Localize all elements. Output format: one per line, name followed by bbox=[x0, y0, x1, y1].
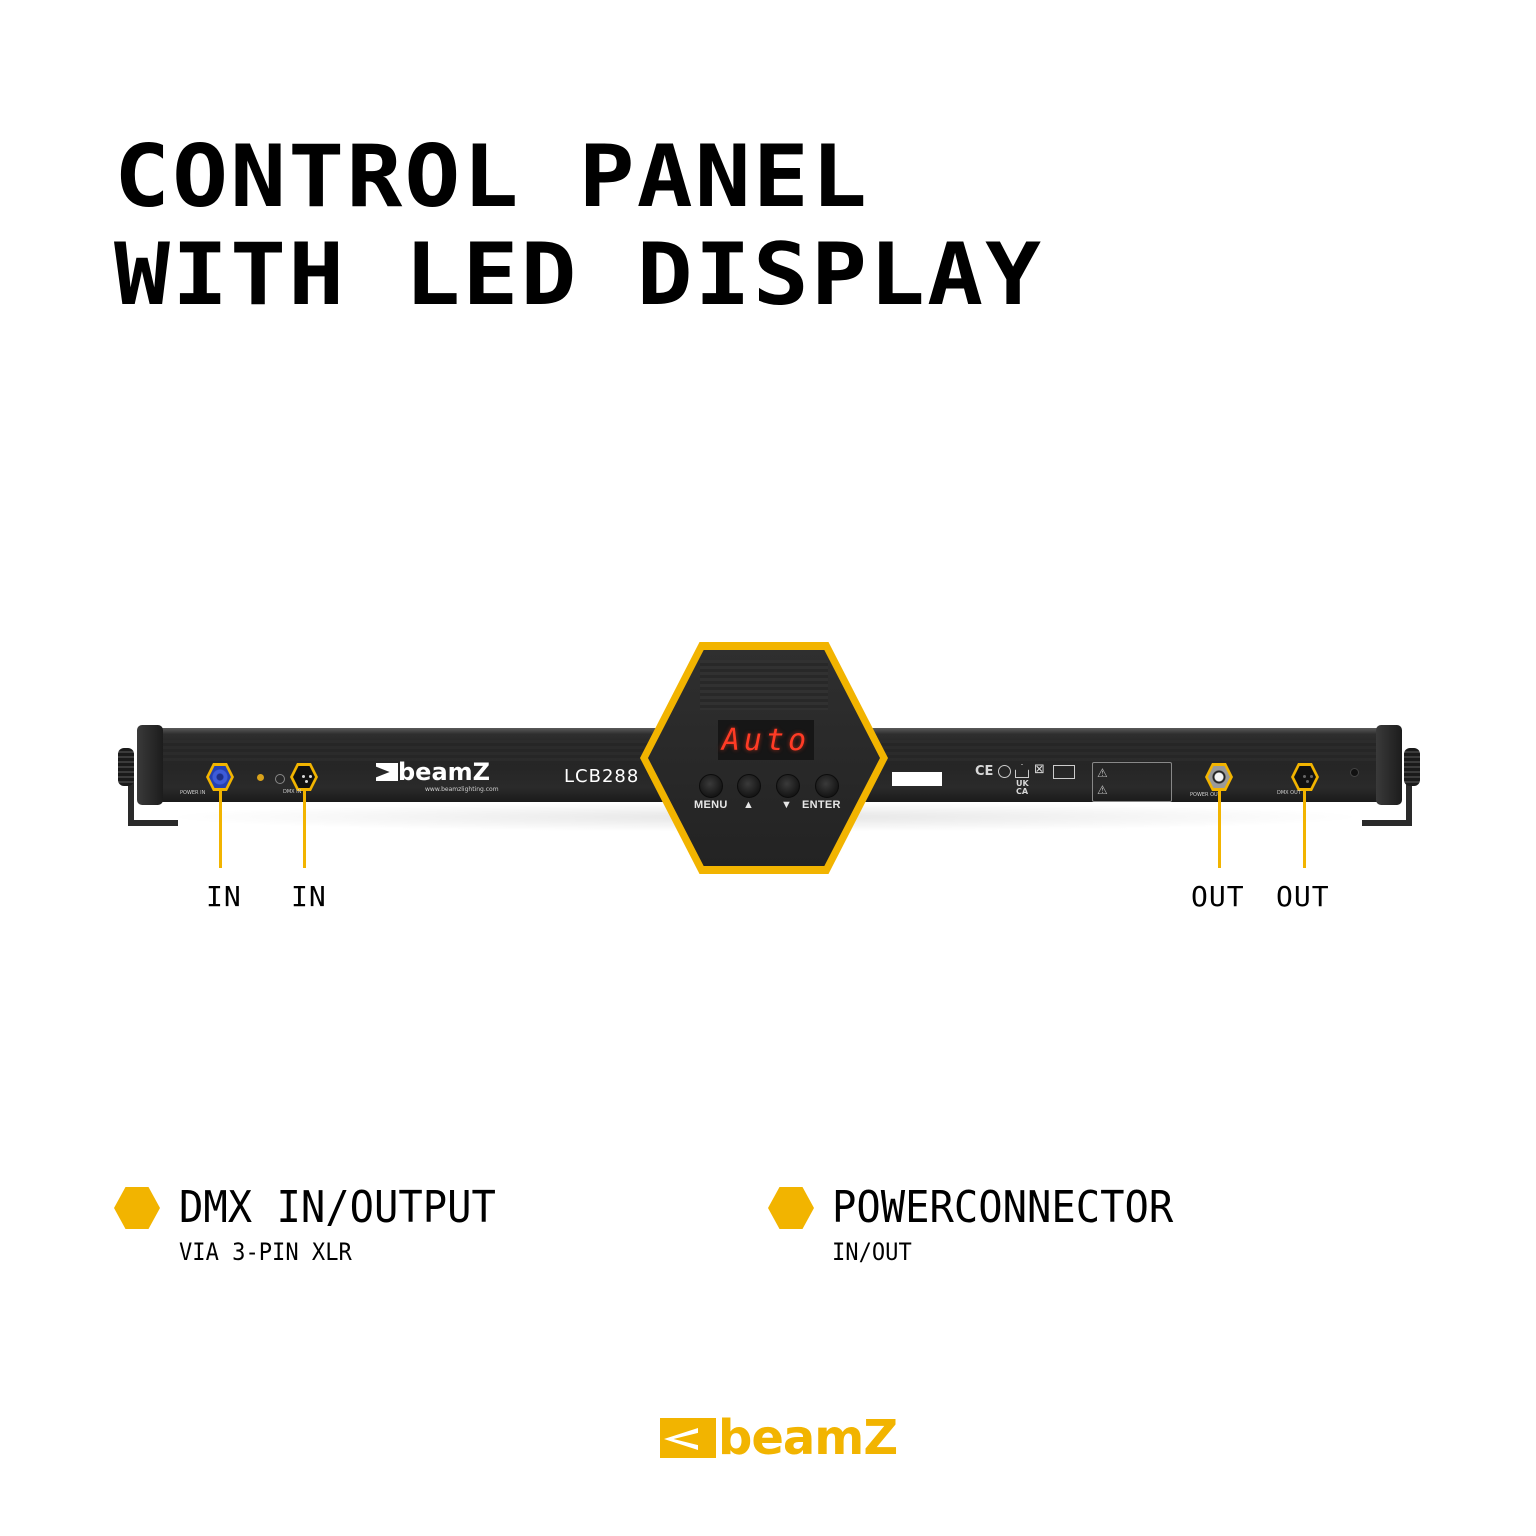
page-title: CONTROL PANEL WITH LED DISPLAY bbox=[114, 128, 1043, 324]
weee-icon: ⊠ bbox=[1034, 762, 1045, 777]
fuse-icon bbox=[275, 774, 285, 784]
electric-warning-icon: ⚠ bbox=[1097, 766, 1108, 780]
feature-dmx-subtitle: VIA 3-PIN XLR bbox=[179, 1238, 352, 1266]
panel-texture bbox=[700, 660, 828, 710]
footer-brand-text: beamZ bbox=[718, 1410, 898, 1466]
indoor-use-icon bbox=[1015, 764, 1029, 778]
feature-dmx-title: DMX IN/OUTPUT bbox=[179, 1182, 496, 1233]
beamz-mark-icon bbox=[376, 763, 398, 781]
down-arrow-icon: ▼ bbox=[781, 799, 793, 811]
feature-power-subtitle: IN/OUT bbox=[832, 1238, 912, 1266]
up-arrow-icon: ▲ bbox=[743, 799, 755, 811]
ce-mark-icon: CE bbox=[975, 764, 994, 779]
callout-line-dmx-out bbox=[1303, 790, 1306, 868]
callout-line-power-in bbox=[219, 790, 222, 868]
dmx-out-label: DMX OUT bbox=[1277, 790, 1301, 796]
power-in-label: POWER IN bbox=[180, 790, 206, 796]
left-mount-bracket bbox=[128, 770, 178, 826]
menu-button-label: MENU bbox=[694, 799, 728, 811]
callout-line-dmx-in bbox=[303, 790, 306, 868]
callout-dmx-in: IN bbox=[291, 880, 327, 913]
power-out-label: POWER OUT bbox=[1190, 792, 1221, 798]
menu-button[interactable] bbox=[699, 774, 723, 798]
ground-icon bbox=[998, 765, 1011, 778]
footer-logo: beamZ bbox=[660, 1410, 898, 1466]
right-endcap bbox=[1376, 725, 1402, 805]
feature-power-title: POWERCONNECTOR bbox=[832, 1182, 1174, 1233]
right-knob-icon bbox=[1404, 748, 1420, 786]
title-line-1: CONTROL PANEL bbox=[114, 127, 870, 227]
callout-power-out: OUT bbox=[1191, 880, 1245, 913]
down-button[interactable] bbox=[776, 774, 800, 798]
screw-icon bbox=[1350, 768, 1359, 777]
dmx-in-port bbox=[290, 763, 318, 791]
up-button[interactable] bbox=[737, 774, 761, 798]
hexagon-bullet-icon bbox=[768, 1187, 814, 1229]
indicator-led-icon bbox=[257, 774, 264, 781]
bar-website: www.beamzlighting.com bbox=[425, 786, 499, 793]
enter-button-label: ENTER bbox=[802, 799, 841, 811]
led-display: Auto bbox=[718, 720, 814, 760]
bar-brand-logo: beamZ bbox=[376, 760, 490, 784]
display-readout: Auto bbox=[721, 722, 811, 758]
callout-line-power-out bbox=[1218, 790, 1221, 868]
model-label: LCB288 bbox=[564, 766, 640, 787]
serial-label bbox=[892, 772, 942, 786]
callout-dmx-out: OUT bbox=[1276, 880, 1330, 913]
enter-button[interactable] bbox=[815, 774, 839, 798]
dmx-in-label: DMX IN bbox=[283, 789, 302, 795]
left-endcap bbox=[137, 725, 163, 805]
warning-label: ⚠ ⚠ bbox=[1092, 762, 1172, 802]
power-in-port bbox=[206, 763, 234, 791]
callout-power-in: IN bbox=[206, 880, 242, 913]
title-line-2: WITH LED DISPLAY bbox=[114, 225, 1044, 325]
beamz-mark-icon bbox=[660, 1418, 716, 1458]
caution-icon: ⚠ bbox=[1097, 783, 1108, 797]
manual-icon bbox=[1053, 765, 1075, 779]
left-knob-icon bbox=[118, 748, 134, 786]
